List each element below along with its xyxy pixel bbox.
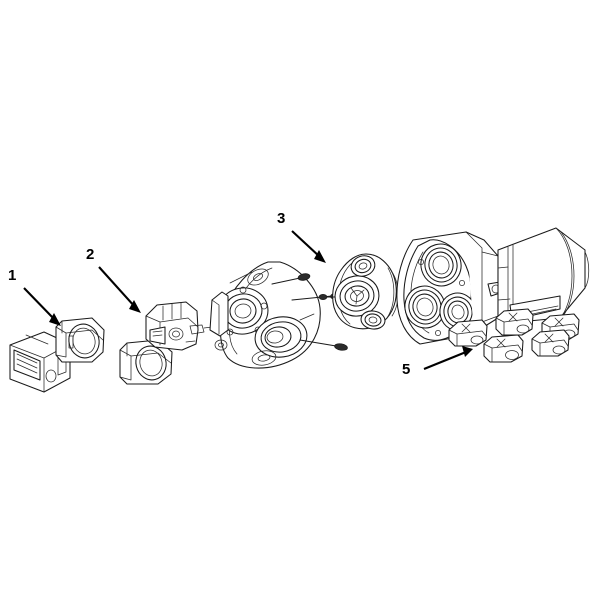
part-switch-block: [9, 331, 71, 393]
callout-arrow-3: [291, 230, 326, 263]
part-inlet-elbow: [119, 339, 173, 385]
callout-label-3: 3: [277, 210, 286, 227]
callout-label-5: 5: [402, 361, 411, 378]
callout-arrow-5: [423, 346, 473, 370]
callout-label-1: 1: [8, 267, 17, 284]
part-valve-clamp-a: [448, 319, 488, 347]
callout-arrow-1: [23, 287, 61, 326]
part-valve-clamp-b: [495, 308, 534, 336]
part-valve-clamp-e: [531, 329, 570, 357]
part-valve-clamp-d: [483, 334, 524, 363]
part-pressure-switch: [145, 301, 213, 351]
part-pump-body-assembly: [209, 261, 348, 369]
callout-label-2: 2: [86, 246, 95, 263]
part-motor: [497, 227, 590, 325]
callout-arrow-2: [98, 266, 141, 313]
part-strainer-cover: [55, 317, 105, 363]
